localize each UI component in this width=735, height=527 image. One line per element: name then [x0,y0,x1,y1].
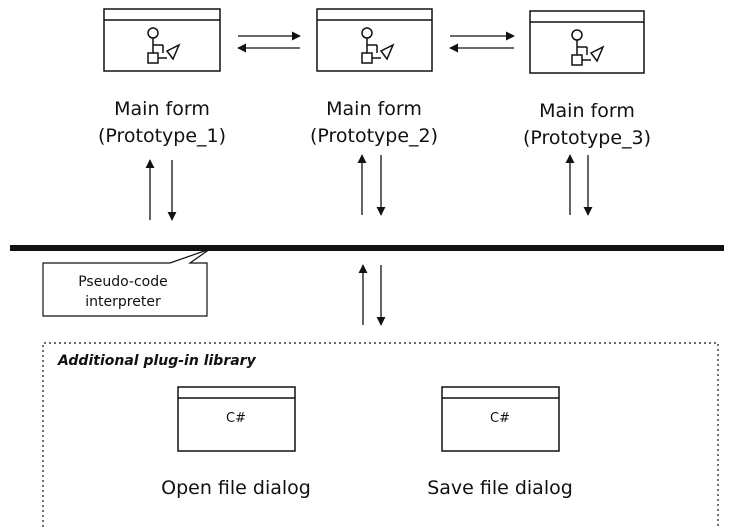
prototype-1-label-line2: (Prototype_1) [98,125,226,147]
vertical-arrows-1 [145,159,177,221]
library-title: Additional plug-in library [57,353,257,369]
open-file-dialog-label: Open file dialog [161,477,311,499]
prototype-2-label-line1: Main form [326,98,422,120]
vertical-arrows-2 [357,154,386,216]
arrows-2-3 [449,31,515,53]
main-form-window-3 [529,10,645,74]
open-file-dialog-component: C# [177,386,296,452]
main-form-window-2 [316,8,433,72]
interpreter-bus [10,245,724,251]
plugin-library-box: Additional plug-in library C# Open file … [42,342,719,527]
prototype-2-label-line2: (Prototype_2) [310,125,438,147]
csharp-window-icon: C# [226,411,246,426]
main-form-window-1 [103,8,221,72]
interpreter-label-line2: interpreter [85,294,161,310]
prototype-1-label-line1: Main form [114,98,210,120]
prototype-3-label-line2: (Prototype_3) [523,127,651,149]
save-file-dialog-label: Save file dialog [427,477,573,499]
interpreter-callout: Pseudo-code interpreter [42,248,211,317]
vertical-arrows-3 [565,154,593,216]
vertical-arrows-library [358,264,386,326]
arrows-1-2 [237,31,301,53]
csharp-window-icon: C# [490,411,510,426]
prototype-3-label-line1: Main form [539,100,635,122]
save-file-dialog-component: C# [441,386,560,452]
interpreter-label-line1: Pseudo-code [78,274,168,290]
